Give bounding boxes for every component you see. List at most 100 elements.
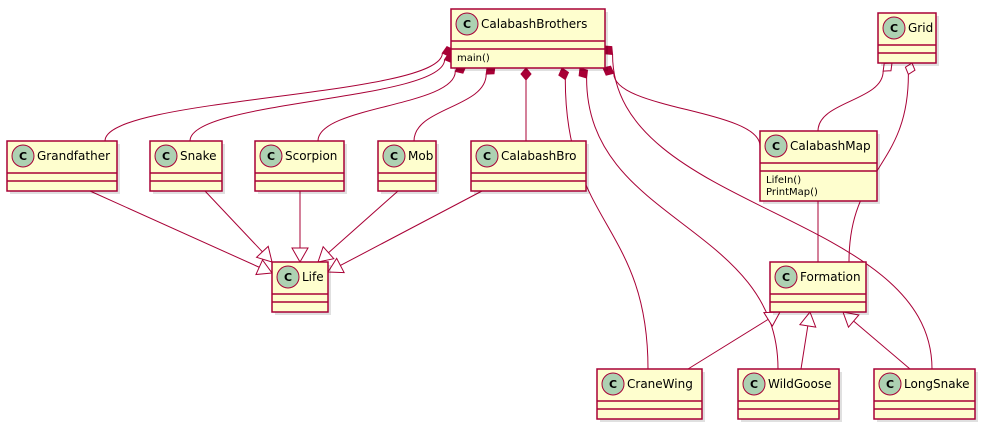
relation-composition-calabashbrothers-scorpion [317,63,467,142]
class-name: WildGoose [768,377,832,391]
relation-inheritance-longsnake-formation [842,311,911,370]
relation-line [613,73,761,147]
class-badge-icon [742,372,766,396]
class-badge-letter: C [390,150,398,163]
relation-composition-calabashbrothers-calabashbro [520,67,532,141]
class-longsnake[interactable]: C LongSnake [873,368,978,422]
relation-line [848,74,909,263]
class-badge-letter: C [782,271,790,284]
class-badge-letter: C [284,271,292,284]
class-snake[interactable]: C Snake [149,140,225,194]
class-badge-letter: C [750,378,758,391]
class-calabashbro[interactable]: C CalabashBro [470,140,589,194]
inheritance-triangle-icon [842,311,860,329]
relation-line [853,320,911,370]
inheritance-triangle-icon [798,311,817,328]
class-badge-icon [475,144,499,168]
edges-layer [89,45,933,370]
class-badge-letter: C [890,22,898,35]
class-name: Scorpion [285,149,337,163]
relation-line [413,74,487,142]
class-name: CalabashMap [790,139,871,153]
relation-composition-calabashbrothers-wildgoose [578,67,779,370]
class-name: LongSnake [904,377,970,391]
class-cranewing[interactable]: C CraneWing [596,368,705,422]
class-badge-letter: C [267,150,275,163]
class-scorpion[interactable]: C Scorpion [254,140,347,194]
class-mob[interactable]: C Mob [377,140,439,194]
class-badge-letter: C [886,378,894,391]
class-badge-letter: C [483,150,491,163]
relation-line [817,71,884,132]
relation-line [586,78,779,370]
class-name: Snake [180,149,216,163]
relation-composition-calabashbrothers-grandfather [104,46,455,142]
class-name: Grandfather [37,149,110,163]
relation-aggregation-calabashmap-grid [817,62,893,132]
composition-diamond-icon [520,67,532,81]
class-badge-icon [455,12,479,36]
relation-line [189,59,446,142]
class-name: Grid [908,21,933,35]
class-name: Life [302,270,324,284]
class-badge-icon [154,144,178,168]
class-badge-icon [382,144,406,168]
inheritance-triangle-icon [255,245,273,263]
relation-line [328,190,399,254]
class-name: Mob [408,149,433,163]
class-formation[interactable]: C Formation [769,261,869,315]
relation-inheritance-cranewing-formation [687,311,781,370]
class-badge-icon [276,265,300,289]
relation-inheritance-mob-life [317,190,399,263]
relation-composition-calabashbrothers-snake [189,52,457,142]
class-life[interactable]: C Life [271,261,331,315]
relation-inheritance-grandfather-life [89,190,273,276]
relation-aggregation-formation-grid [848,62,916,263]
relation-line [800,325,809,370]
class-name: Formation [800,270,861,284]
class-grandfather[interactable]: C Grandfather [6,140,120,194]
class-badge-letter: C [162,150,170,163]
inheritance-triangle-icon [291,247,309,264]
aggregation-diamond-icon [904,62,916,76]
relation-line [317,71,456,142]
relation-inheritance-snake-life [204,190,273,263]
class-method: PrintMap() [766,187,818,198]
class-badge-icon [601,372,625,396]
composition-diamond-icon [578,67,589,79]
class-badge-icon [764,134,788,158]
class-name: CraneWing [627,377,693,391]
relation-line [564,79,649,370]
inheritance-triangle-icon [317,245,335,263]
class-name: CalabashBrothers [481,17,587,31]
inheritance-triangle-icon [327,257,345,274]
class-badge-icon [259,144,283,168]
relation-inheritance-calabashbro-life [327,190,483,274]
class-badge-icon [774,265,798,289]
class-grid[interactable]: C Grid [877,12,939,66]
relation-inheritance-wildgoose-formation [798,311,817,370]
class-name: CalabashBro [501,149,577,163]
relation-line [204,190,263,253]
class-method: LifeIn() [766,175,801,186]
relation-composition-calabashbrothers-cranewing [558,67,649,370]
class-badge-icon [11,144,35,168]
class-badge-letter: C [609,378,617,391]
relation-line [89,190,260,268]
relation-inheritance-scorpion-life [291,191,309,264]
composition-diamond-icon [558,67,570,81]
class-badge-icon [882,16,906,40]
class-badge-letter: C [772,140,780,153]
class-wildgoose[interactable]: C WildGoose [737,368,842,422]
relation-composition-calabashbrothers-longsnake [603,45,933,370]
class-badge-letter: C [19,150,27,163]
class-badge-letter: C [463,18,471,31]
inheritance-triangle-icon [255,258,273,276]
relation-line [104,52,443,142]
class-badge-icon [878,372,902,396]
